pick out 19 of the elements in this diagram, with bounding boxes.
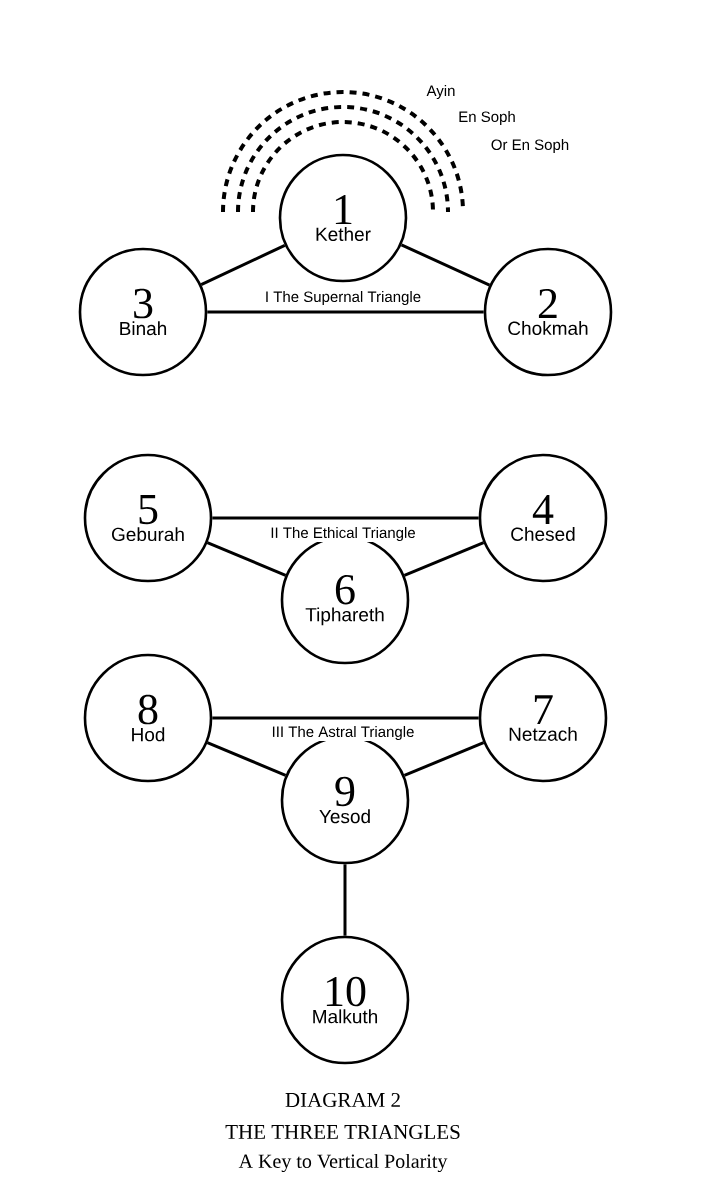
connecting-line xyxy=(207,310,484,314)
diagram-number: DIAGRAM 2 xyxy=(285,1092,400,1108)
connecting-line xyxy=(206,741,287,777)
title: THE THREE TRIANGLES xyxy=(225,1124,460,1140)
connecting-line xyxy=(403,541,485,577)
realm-label: Ayin xyxy=(426,85,455,99)
edge-label: I The Supernal Triangle xyxy=(263,290,423,306)
connecting-line xyxy=(343,864,347,936)
connecting-line xyxy=(212,516,479,520)
connecting-line xyxy=(400,243,491,287)
edge-label: II The Ethical Triangle xyxy=(269,526,417,542)
connecting-line xyxy=(212,716,479,720)
connecting-line xyxy=(200,244,286,286)
connecting-line xyxy=(403,741,485,777)
edge-label: III The Astral Triangle xyxy=(270,725,416,741)
caption: A Key to Vertical Polarity xyxy=(238,1153,448,1173)
realm-label: Or En Soph xyxy=(491,139,569,153)
realm-label: En Soph xyxy=(459,111,515,125)
connecting-line xyxy=(206,541,287,577)
